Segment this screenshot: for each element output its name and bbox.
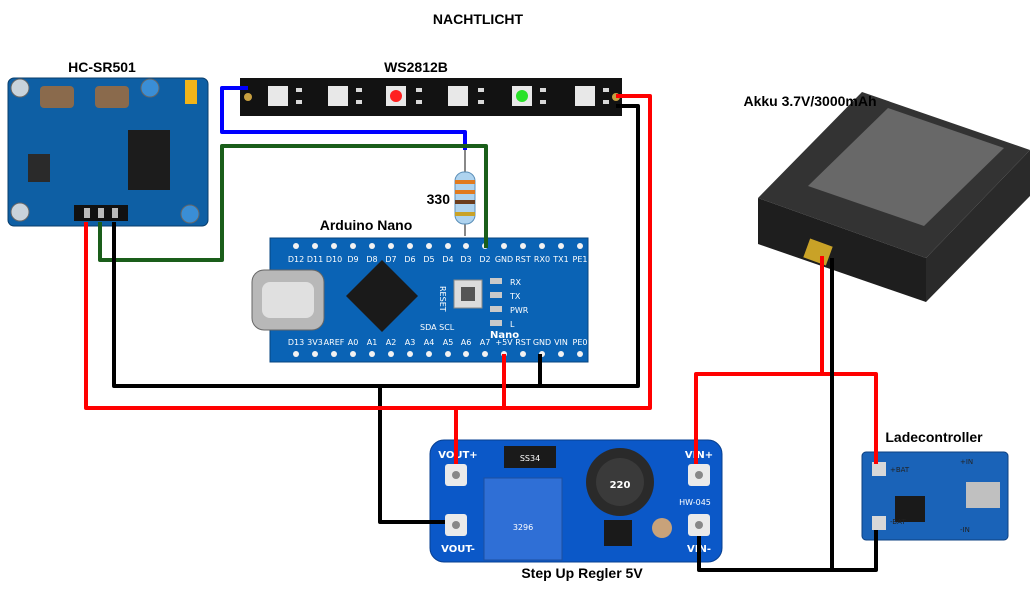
pin-label: D5: [423, 255, 434, 264]
pin-label: D3: [460, 255, 471, 264]
pin-label: PE1: [573, 255, 588, 264]
wire-black-gnd-3: [378, 386, 445, 524]
charger-pin-in-plus: +IN: [960, 458, 973, 466]
battery: [758, 92, 1030, 302]
wires: [84, 86, 878, 572]
pin-label: A4: [424, 338, 435, 347]
pin-label: A3: [405, 338, 416, 347]
charger-pin-bat-minus: -BAT: [890, 518, 906, 526]
arduino-label: Arduino Nano: [320, 217, 413, 233]
led-green: [516, 90, 528, 102]
pin-label: D9: [347, 255, 358, 264]
pin-label: RX0: [534, 255, 550, 264]
pin-label: D10: [326, 255, 342, 264]
pin-label: A0: [348, 338, 359, 347]
pin-label: AREF: [324, 338, 345, 347]
pin-label: A2: [386, 338, 397, 347]
stepup-regulator: [429, 439, 723, 563]
pin-label: D6: [404, 255, 415, 264]
pot-label: 3296: [513, 523, 533, 532]
stepup-label: Step Up Regler 5V: [521, 565, 643, 581]
arduino-nano: [251, 237, 589, 363]
pin-label: D8: [366, 255, 377, 264]
battery-label: Akku 3.7V/3000mAh: [743, 93, 876, 109]
diode-label: SS34: [520, 454, 540, 463]
pin-label: VIN: [554, 338, 568, 347]
led-label-l: L: [510, 320, 515, 329]
stepup-vin-plus: VIN+: [685, 450, 713, 461]
led-label-rx: RX: [510, 278, 522, 287]
diagram-title: NACHTLICHT: [433, 11, 524, 27]
led-strip: [240, 78, 622, 116]
led-red: [390, 90, 402, 102]
led-label-pwr: PWR: [510, 306, 529, 315]
pin-label: D2: [479, 255, 490, 264]
board-name: Nano: [490, 330, 519, 341]
charger-label: Ladecontroller: [885, 429, 983, 445]
inductor-label: 220: [610, 480, 631, 491]
pin-label: RST: [515, 338, 531, 347]
wire-black-gnd-1: [112, 104, 640, 388]
wire-green: [98, 144, 488, 262]
wire-black-vin: [697, 536, 832, 572]
reset-label: RESET: [438, 286, 447, 312]
arduino-top-pin-labels: D12 D11 D10 D9 D8 D7 D6 D5 D4 D3 D2 GND …: [288, 255, 588, 264]
pin-label: D11: [307, 255, 323, 264]
pin-label: GND: [533, 338, 551, 347]
pin-label: D12: [288, 255, 304, 264]
pin-label: +5V: [495, 338, 513, 347]
sda-scl-label: SDA SCL: [420, 323, 455, 332]
resistor-label: 330: [427, 191, 451, 207]
wire-black-battery: [830, 258, 878, 572]
charger-pin-in-minus: -IN: [960, 526, 970, 534]
led-label-tx: TX: [509, 292, 521, 301]
pin-label: A1: [367, 338, 378, 347]
pin-label: D13: [288, 338, 304, 347]
pin-label: PE0: [573, 338, 588, 347]
pin-label: RST: [515, 255, 531, 264]
pin-label: D4: [442, 255, 453, 264]
wire-red-5v-1: [84, 94, 652, 410]
pin-label: A6: [461, 338, 472, 347]
charger-pin-bat-plus: +BAT: [890, 466, 910, 474]
pin-label: GND: [495, 255, 513, 264]
pin-label: A5: [443, 338, 454, 347]
wire-red-battery: [694, 256, 824, 464]
wire-red-charger: [822, 372, 878, 464]
wire-blue: [220, 86, 467, 150]
pin-label: TX1: [552, 255, 568, 264]
pin-label: A7: [480, 338, 491, 347]
pir-label: HC-SR501: [68, 59, 136, 75]
stepup-vout-minus: VOUT-: [441, 544, 475, 555]
pin-label: D7: [385, 255, 396, 264]
resistor: [454, 150, 476, 236]
pin-label: 3V3: [307, 338, 323, 347]
pir-sensor: [7, 77, 209, 227]
arduino-bottom-pin-labels: D13 3V3 AREF A0 A1 A2 A3 A4 A5 A6 A7 +5V…: [288, 338, 588, 347]
led-strip-label: WS2812B: [384, 59, 448, 75]
charge-controller: [861, 451, 1009, 541]
stepup-model: HW-045: [679, 498, 711, 507]
